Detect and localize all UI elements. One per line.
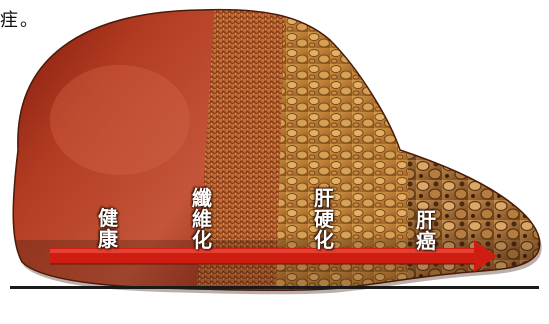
bottom-divider: [10, 286, 539, 289]
stage-label-fibrosis: 纖 維 化: [190, 188, 214, 251]
stage-label-healthy: 健 康: [96, 208, 120, 250]
caption-fragment: 疰。: [0, 6, 40, 32]
stage-label-cancer: 肝 癌: [414, 210, 438, 252]
stage-label-cirrhosis: 肝 硬 化: [312, 188, 336, 251]
